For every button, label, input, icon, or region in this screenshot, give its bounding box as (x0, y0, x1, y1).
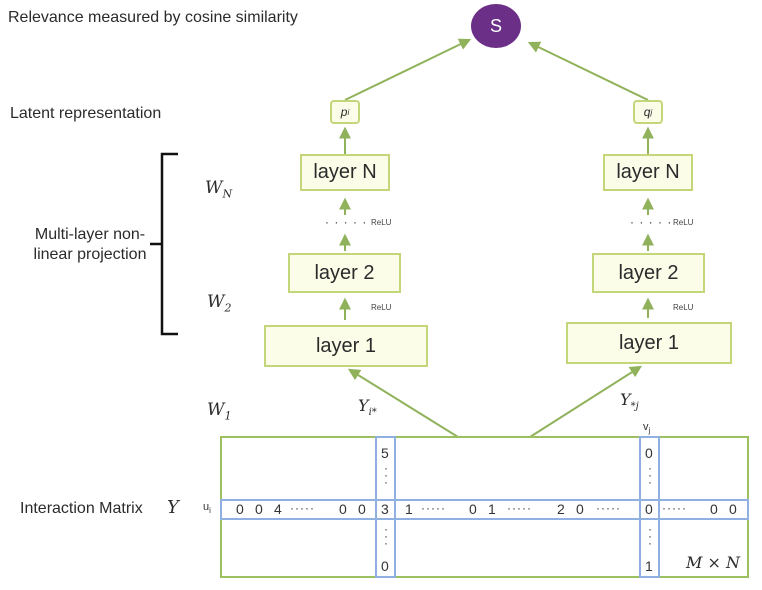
col-right-upper-dots: ··· (648, 461, 652, 489)
right-relu-bottom: ReLU (673, 303, 694, 312)
left-relu-bottom: ReLU (371, 303, 392, 312)
right-layer-1: layer 1 (566, 322, 732, 364)
row-v5: 0 (358, 501, 366, 517)
weight-wn: WN (205, 178, 233, 201)
weight-w1: W1 (207, 400, 232, 423)
row-v7: 1 (405, 501, 413, 517)
arrow-matrix-to-right (529, 365, 643, 438)
row-v17: 0 (710, 501, 718, 517)
right-input-label: Y*j (620, 390, 639, 413)
matrix-size-label: M × N (686, 553, 740, 572)
right-dots: · · · · · (630, 215, 673, 229)
col-right-top: 0 (645, 445, 653, 461)
row-v14: ····· (596, 501, 621, 515)
projection-label: Multi-layer non-linear projection (33, 226, 147, 263)
row-v9: 0 (469, 501, 477, 517)
col-left-lower-dots: ··· (384, 522, 388, 550)
matrix-symbol: Y (167, 497, 179, 518)
arrow-p-to-s (344, 38, 472, 101)
row-v2: 4 (274, 501, 282, 517)
interaction-label: Interaction Matrix (20, 500, 143, 517)
col-left-upper-dots: ··· (384, 461, 388, 489)
row-v4: 0 (339, 501, 347, 517)
row-label-ui: ui (203, 501, 211, 516)
row-v16: ····· (662, 501, 687, 515)
row-v18: 0 (729, 501, 737, 517)
matrix-col-highlight-left (375, 436, 396, 578)
latent-label: Latent representation (10, 105, 162, 122)
row-v10: 1 (488, 501, 496, 517)
col-label-vj: vj (643, 421, 651, 436)
row-v8: ····· (421, 501, 446, 515)
col-left-bottom: 0 (381, 558, 389, 574)
left-layer-2: layer 2 (288, 253, 401, 293)
col-right-lower-dots: ··· (648, 522, 652, 550)
row-v0: 0 (236, 501, 244, 517)
left-layer-n: layer N (300, 154, 390, 191)
row-v12: 2 (557, 501, 565, 517)
row-v6: 3 (381, 501, 389, 517)
left-dots: · · · · · (325, 215, 368, 229)
projection-bracket (150, 152, 178, 336)
right-layer-n: layer N (603, 154, 693, 191)
right-relu-top: ReLU (673, 218, 694, 227)
arrow-matrix-to-left (347, 368, 459, 438)
row-v13: 0 (576, 501, 584, 517)
row-v11: ····· (507, 501, 532, 515)
left-input-label: Yi* (358, 396, 377, 419)
row-v3: ····· (290, 501, 315, 515)
arrow-q-to-s (527, 41, 649, 101)
matrix-row-highlight (220, 499, 749, 520)
weight-w2: W2 (207, 292, 232, 315)
row-v1: 0 (255, 501, 263, 517)
right-layer-2: layer 2 (592, 253, 705, 293)
relevance-label: Relevance measured by cosine similarity (8, 9, 298, 26)
col-right-bottom: 1 (645, 558, 653, 574)
matrix-col-highlight-right (639, 436, 660, 578)
row-v15: 0 (645, 501, 653, 517)
left-relu-top: ReLU (371, 218, 392, 227)
left-layer-1: layer 1 (264, 325, 428, 367)
similarity-node: S (471, 4, 521, 48)
col-left-top: 5 (381, 445, 389, 461)
